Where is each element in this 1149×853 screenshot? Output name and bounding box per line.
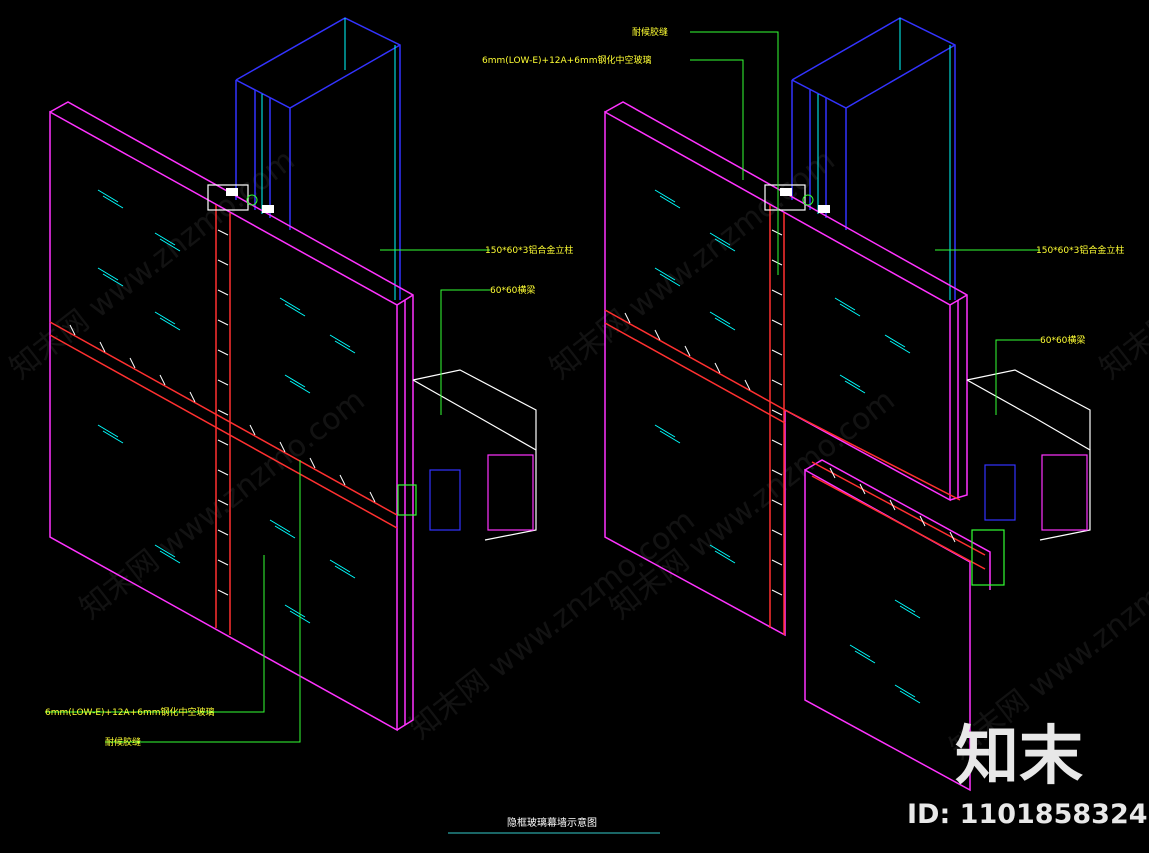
left-view: 150*60*3铝合金立柱 60*60横梁 6mm(LOW-E)+12A+6mm…	[45, 17, 573, 748]
brand-logo: 知末	[955, 720, 1083, 794]
aluminum-column-left	[235, 17, 401, 300]
watermark-text: 知末网 www.znzmo.com	[403, 503, 701, 747]
watermark-text: 知末网 www.znzmo.com	[73, 383, 371, 627]
label-column: 150*60*3铝合金立柱	[1036, 244, 1124, 256]
watermark-text: 知末网 www.znzmo.com	[603, 383, 901, 627]
title-text: 隐框玻璃幕墙示意图	[507, 816, 597, 829]
sealant-joint-left	[49, 205, 398, 635]
connector-node-right	[764, 184, 830, 213]
label-glass: 6mm(LOW-E)+12A+6mm钢化中空玻璃	[45, 706, 214, 718]
label-sealant: 耐候胶缝	[632, 26, 668, 38]
glass-hatch-left	[97, 189, 356, 624]
watermark-text: 知末网 www.znzmo.com	[543, 143, 841, 387]
sealant-joint-right	[604, 205, 986, 635]
label-beam: 60*60横梁	[1040, 334, 1085, 346]
glass-panel-left	[49, 101, 414, 732]
brand-watermark: 知末 ID: 1101858324	[907, 720, 1148, 830]
beam-right	[966, 369, 1091, 586]
watermark-text: 知末网 www.znzmo.com	[3, 143, 301, 387]
glass-hatch-right	[654, 189, 921, 704]
brand-id: ID: 1101858324	[907, 799, 1148, 830]
label-glass: 6mm(LOW-E)+12A+6mm钢化中空玻璃	[482, 54, 651, 66]
leaders-right	[690, 31, 1040, 415]
beam-left	[397, 369, 537, 541]
connector-node-left	[207, 184, 274, 213]
leaders-left	[45, 249, 490, 743]
right-view: 耐候胶缝 6mm(LOW-E)+12A+6mm钢化中空玻璃 150*60*3铝合…	[482, 17, 1124, 792]
label-sealant: 耐候胶缝	[105, 736, 141, 748]
label-column: 150*60*3铝合金立柱	[485, 244, 573, 256]
watermark-text: 知末网 www.znzmo.com	[1093, 143, 1149, 387]
label-beam: 60*60横梁	[490, 284, 535, 296]
watermark-layer: 知末网 www.znzmo.com 知末网 www.znzmo.com 知末网 …	[3, 143, 1149, 767]
drawing-title: 隐框玻璃幕墙示意图	[448, 816, 660, 834]
aluminum-column-right	[791, 17, 956, 300]
